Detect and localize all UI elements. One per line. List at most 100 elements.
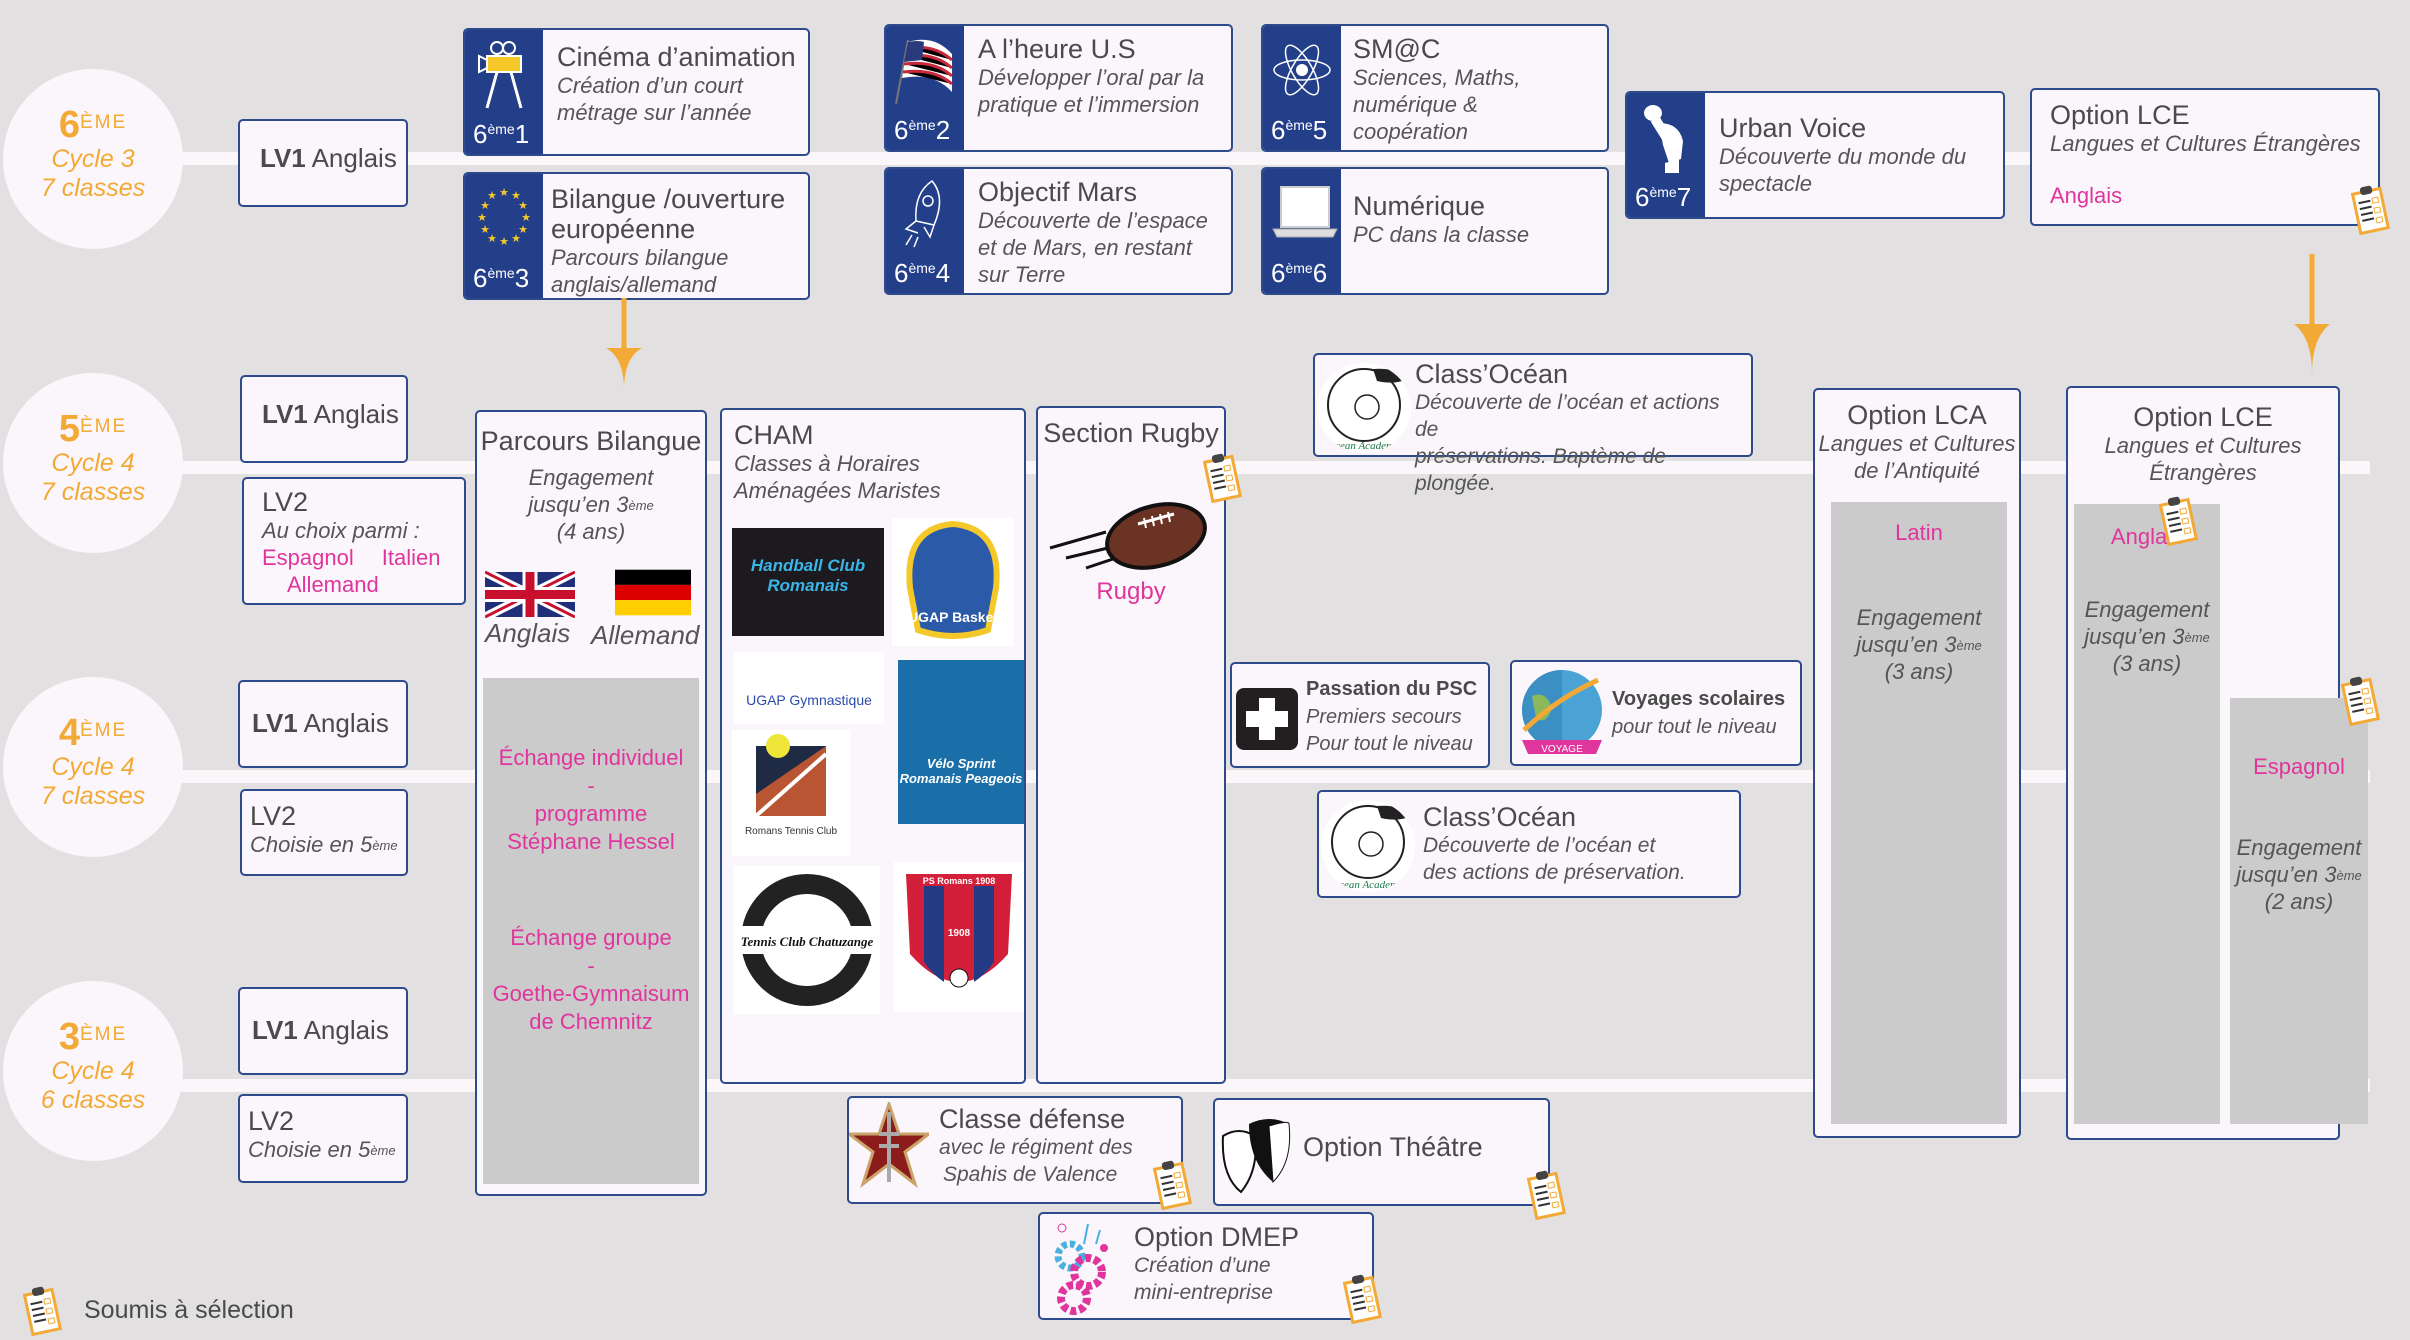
lv1-box-4eme[interactable]: LV1 Anglais <box>238 680 408 768</box>
svg-text:UGAP Basket: UGAP Basket <box>908 609 998 625</box>
logo-ps-romans: 1908 PS Romans 1908 <box>894 862 1024 1012</box>
svg-text:★: ★ <box>518 224 528 236</box>
svg-text:★: ★ <box>511 190 521 202</box>
clipboard-checklist-icon <box>1152 1160 1192 1210</box>
class-6eme4-objectif-mars[interactable]: 6ème4 Objectif Mars Découverte de l’espa… <box>884 167 1233 295</box>
class-badge: ★★★★★★★★★★★★ 6ème3 <box>465 174 543 298</box>
clipboard-checklist-icon <box>1202 453 1242 503</box>
cham-box[interactable]: CHAM Classes à Horaires Aménagées Marist… <box>720 408 1026 1084</box>
film-camera-icon <box>478 41 523 109</box>
lv1-box-5eme[interactable]: LV1 Anglais <box>240 375 408 463</box>
theatre-masks-icon <box>1221 1119 1291 1194</box>
class-6eme2-heure-us[interactable]: 6ème2 A l’heure U.S Développer l’oral pa… <box>884 24 1233 152</box>
svg-text:★: ★ <box>477 212 487 224</box>
logo-tennis-club-chatuzange: Tennis Club Chatuzange <box>734 866 880 1014</box>
svg-text:VOYAGE: VOYAGE <box>1541 744 1583 755</box>
logo-ugap-gymnastique: UGAP Gymnastique <box>734 652 884 724</box>
exchange-panel: Échange individuel - programme Stéphane … <box>483 678 699 1184</box>
svg-text:★: ★ <box>480 200 490 212</box>
rugby-ball-icon <box>1049 502 1207 570</box>
class-badge: 6ème6 <box>1263 169 1341 293</box>
svg-text:★: ★ <box>521 212 531 224</box>
class-ocean-4eme[interactable]: Ocean Academy Class’Océan Découverte de … <box>1317 790 1741 898</box>
grade-circle-5eme: 5ÈME Cycle 4 7 classes <box>3 373 183 553</box>
class-6eme5-smac[interactable]: 6ème5 SM@C Sciences, Maths, numérique & … <box>1261 24 1609 152</box>
clipboard-checklist-icon <box>2350 185 2390 235</box>
lv2-box-4eme[interactable]: LV2 Choisie en 5ème <box>240 789 408 876</box>
class-badge: 6ème5 <box>1263 26 1341 150</box>
laptop-icon <box>1272 186 1338 238</box>
grade-circle-3eme: 3ÈME Cycle 4 6 classes <box>3 981 183 1161</box>
us-flag-icon <box>895 39 953 104</box>
military-star-icon <box>849 1102 929 1188</box>
lv1-box-6eme[interactable]: LV1 Anglais <box>238 119 408 207</box>
class-badge: 6ème7 <box>1627 93 1705 217</box>
lv2-box-3eme[interactable]: LV2 Choisie en 5ème <box>238 1094 408 1183</box>
uk-flag-icon <box>485 571 575 618</box>
option-dmep-box[interactable]: Option DMEP Création d’une mini-entrepri… <box>1038 1212 1374 1320</box>
svg-text:Romans Tennis Club: Romans Tennis Club <box>745 826 838 837</box>
voyages-scolaires-box[interactable]: VOYAGE Voyages scolaires pour tout le ni… <box>1510 660 1802 766</box>
class-6eme1-cinema[interactable]: 6ème1 Cinéma d’animation Création d’un c… <box>463 28 810 156</box>
svg-text:★: ★ <box>518 200 528 212</box>
arrow-down-bilangue <box>606 298 642 390</box>
parcours-bilangue-box[interactable]: Parcours Bilangue Engagement jusqu’en 3è… <box>475 410 707 1196</box>
logo-handball-club-romanais: Handball Club Romanais <box>732 528 884 636</box>
svg-text:★: ★ <box>499 187 509 199</box>
class-6eme3-bilangue[interactable]: ★★★★★★★★★★★★ 6ème3 Bilangue /ouverture e… <box>463 172 810 300</box>
svg-text:★: ★ <box>487 190 497 202</box>
option-lce-box[interactable]: Option LCE Langues et Cultures Étrangère… <box>2066 386 2368 1140</box>
class-badge: 6ème4 <box>886 169 964 293</box>
globe-plane-icon: VOYAGE <box>1522 670 1602 755</box>
clipboard-checklist-icon <box>1342 1274 1382 1324</box>
atom-icon <box>1273 44 1331 96</box>
clipboard-checklist-icon <box>22 1286 62 1336</box>
clipboard-checklist-icon <box>2340 676 2380 726</box>
lv2-option-allemand[interactable]: Allemand <box>287 572 379 597</box>
svg-text:1908: 1908 <box>948 928 971 939</box>
first-aid-cross-icon <box>1236 688 1298 750</box>
latin-panel: Latin Engagement jusqu’en 3ème (3 ans) <box>1831 502 2007 1124</box>
class-badge: 6ème1 <box>465 30 543 154</box>
class-6eme6-numerique[interactable]: 6ème6 Numérique PC dans la classe <box>1261 167 1609 295</box>
lv1-box-3eme[interactable]: LV1 Anglais <box>238 987 408 1075</box>
clipboard-checklist-icon <box>1526 1170 1566 1220</box>
clipboard-checklist-icon <box>2158 496 2198 546</box>
class-6eme7-urban-voice[interactable]: 6ème7 Urban Voice Découverte du monde du… <box>1625 91 2005 219</box>
svg-text:PS Romans 1908: PS Romans 1908 <box>923 876 996 886</box>
logo-romans-tennis-club: Romans Tennis Club <box>732 730 850 856</box>
legend-label: Soumis à sélection <box>84 1296 294 1324</box>
lv2-option-espagnol[interactable]: Espagnol <box>262 545 354 570</box>
psc-box[interactable]: Passation du PSC Premiers secours Pour t… <box>1230 662 1490 768</box>
svg-text:Ocean Academy: Ocean Academy <box>1327 440 1399 452</box>
lce-anglais-panel: Anglais Engagement jusqu’en 3ème (3 ans) <box>2074 504 2220 1124</box>
grade-circle-6eme: 6ÈME Cycle 3 7 classes <box>3 69 183 249</box>
germany-flag-icon <box>615 569 691 616</box>
option-theatre-box[interactable]: Option Théâtre <box>1213 1098 1550 1206</box>
section-rugby-box[interactable]: Section Rugby Rugby <box>1036 406 1226 1084</box>
svg-text:★: ★ <box>480 224 490 236</box>
ocean-academy-logo: Ocean Academy <box>1321 800 1415 892</box>
logo-ugap-basket: UGAP Basket <box>892 518 1014 646</box>
rocket-icon <box>904 180 941 248</box>
svg-text:★: ★ <box>511 233 521 245</box>
svg-text:★: ★ <box>499 236 509 248</box>
class-ocean-5eme[interactable]: Ocean Academy Class’Océan Découverte de … <box>1313 353 1753 495</box>
grade-circle-4eme: 4ÈME Cycle 4 7 classes <box>3 677 183 857</box>
option-lca-box[interactable]: Option LCA Langues et Cultures de l’Anti… <box>1813 388 2021 1138</box>
ocean-academy-logo: Ocean Academy <box>1317 363 1411 453</box>
eu-flag-icon: ★★★★★★★★★★★★ <box>477 187 531 248</box>
microphone-fist-icon <box>1644 105 1683 173</box>
lv2-option-italien[interactable]: Italien <box>381 545 441 570</box>
option-lce-6eme[interactable]: Option LCE Langues et Cultures Étrangère… <box>2030 88 2380 226</box>
gears-icon <box>1054 1223 1108 1315</box>
svg-text:Tennis Club Chatuzange: Tennis Club Chatuzange <box>741 934 874 949</box>
class-badge: 6ème2 <box>886 26 964 150</box>
svg-text:★: ★ <box>487 233 497 245</box>
logo-velo-sprint-romanais: Vélo Sprint Romanais Peageois <box>898 660 1024 824</box>
classe-defense-box[interactable]: Classe défense avec le régiment des Spah… <box>847 1096 1183 1204</box>
arrow-down-lce <box>2294 254 2330 374</box>
lce-espagnol-panel: Espagnol Engagement jusqu’en 3ème (2 ans… <box>2230 698 2368 1124</box>
svg-text:Ocean Academy: Ocean Academy <box>1331 879 1403 891</box>
